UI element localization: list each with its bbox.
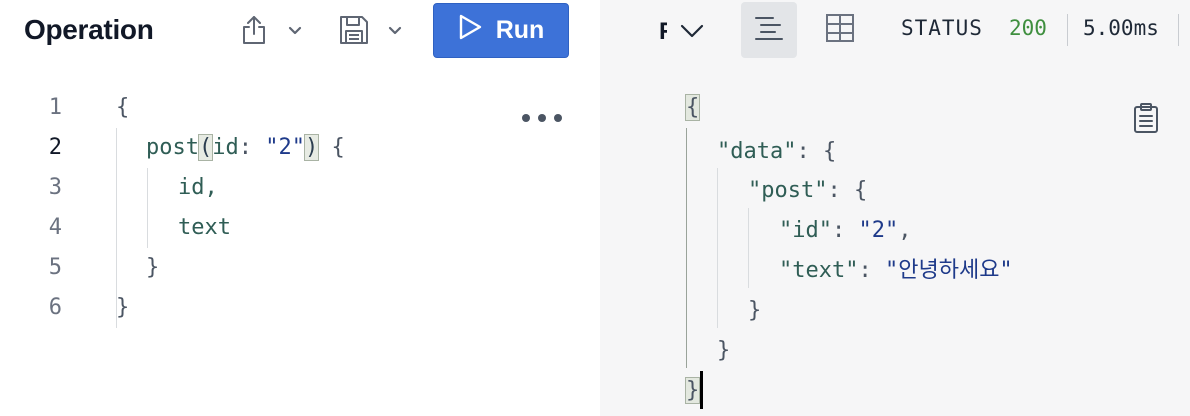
editor-line: 4 text: [0, 208, 600, 248]
field-text: text: [178, 215, 231, 240]
field-name: post: [146, 135, 199, 160]
text-cursor: [700, 371, 704, 409]
arg-colon: :: [238, 135, 266, 160]
status-label: STATUS: [901, 16, 983, 40]
save-icon[interactable]: [338, 12, 370, 48]
table-icon: [825, 13, 855, 48]
json-value: "안녕하세요": [884, 258, 1013, 283]
arg-value: "2": [265, 135, 305, 160]
clipboard-icon[interactable]: [1132, 102, 1160, 134]
json-key: "data": [717, 139, 797, 164]
editor-line: 5 }: [0, 248, 600, 288]
save-menu[interactable]: [338, 12, 406, 48]
field-id: id,: [178, 175, 218, 200]
brace: }: [748, 298, 762, 323]
json-key: "id": [779, 218, 832, 243]
response-line: }: [600, 331, 1190, 371]
response-line: }: [600, 371, 1190, 411]
line-number: 1: [48, 95, 62, 120]
more-horizontal-icon[interactable]: [522, 108, 562, 128]
editor-line: 6 }: [0, 288, 600, 328]
response-line: "text": "안녕하세요": [600, 251, 1190, 291]
operation-pane: Operation Run: [24, 3, 569, 128]
response-line: {: [600, 88, 1190, 128]
line-number: 4: [48, 215, 62, 240]
response-menu-label[interactable]: R: [659, 18, 667, 46]
matched-brace: }: [684, 377, 701, 404]
matched-paren: ): [303, 134, 320, 161]
brace: }: [146, 255, 160, 280]
editor-line: 3 id,: [0, 168, 600, 208]
line-number: 5: [48, 255, 62, 280]
divider: [1067, 14, 1068, 46]
table-view-button[interactable]: [812, 2, 868, 58]
divider: [1178, 14, 1179, 46]
json-punct: :: [831, 218, 859, 243]
response-line: "data": {: [600, 132, 1190, 172]
formatted-view-button[interactable]: [741, 2, 797, 58]
matched-brace: {: [684, 94, 701, 121]
json-punct: : {: [827, 178, 868, 203]
query-editor[interactable]: 1 { 2 post(id: "2") { 3 id, 4 text 5 } 6…: [0, 88, 600, 388]
run-button[interactable]: Run: [433, 3, 569, 58]
chevron-down-icon[interactable]: [384, 12, 406, 48]
json-value: "2": [858, 218, 899, 243]
response-pane: [600, 0, 1190, 416]
matched-paren: (: [197, 134, 214, 161]
response-line: "id": "2",: [600, 211, 1190, 251]
json-punct: ,: [898, 218, 912, 243]
json-key: "text": [779, 258, 859, 283]
brace: {: [318, 135, 345, 160]
share-icon[interactable]: [238, 12, 270, 48]
run-label: Run: [495, 16, 545, 44]
status-code: 200: [1009, 16, 1047, 40]
line-number: 6: [48, 295, 62, 320]
json-key: "post": [748, 178, 828, 203]
brace: {: [116, 95, 130, 120]
align-left-icon: [753, 15, 785, 46]
chevron-down-icon[interactable]: [678, 18, 706, 44]
brace: }: [717, 338, 731, 363]
response-line: "post": {: [600, 171, 1190, 211]
arg-name: id: [212, 135, 239, 160]
page-title: Operation: [24, 14, 154, 45]
editor-line: 1 {: [0, 88, 600, 128]
response-line: }: [600, 291, 1190, 331]
json-punct: : {: [796, 139, 837, 164]
line-number: 2: [48, 135, 62, 160]
chevron-down-icon[interactable]: [284, 12, 306, 48]
share-menu[interactable]: [238, 12, 306, 48]
json-punct: :: [858, 258, 885, 283]
play-icon: [458, 14, 482, 47]
line-number: 3: [48, 175, 62, 200]
brace: }: [116, 295, 130, 320]
editor-line: 2 post(id: "2") {: [0, 128, 600, 168]
response-time: 5.00ms: [1083, 16, 1159, 40]
